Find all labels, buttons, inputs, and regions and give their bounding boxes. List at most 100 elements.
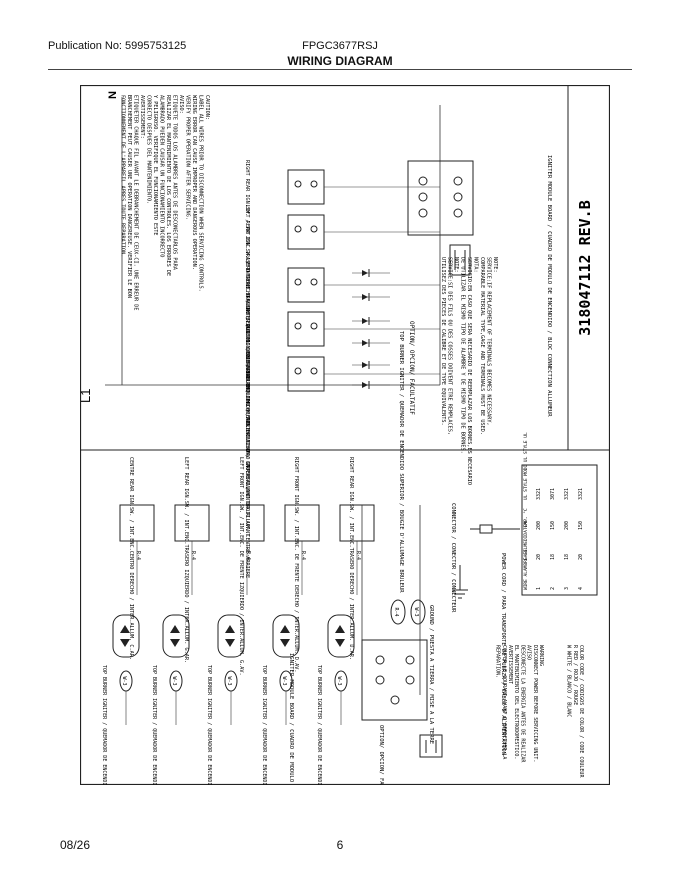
top-ignition-switch: LEFT REAR IGN.SW. / INT.ENC.TRASERO IZQU… bbox=[244, 205, 440, 439]
bottom-switch-label: LEFT REAR IGN.SW. / INT.ENC.TRASERO IZQU… bbox=[183, 457, 189, 663]
wire-table-cell: 200 bbox=[536, 521, 542, 530]
top-ignition-switch: CENTER REAR IGN.SW. / INT.ENC.CENTRO TRA… bbox=[244, 347, 440, 578]
bottom-switch-label: CENTRE REAR IGN.SW. / INT.ENC.CENTRO DER… bbox=[128, 457, 134, 660]
note-line: NOTE: bbox=[453, 257, 459, 273]
warning-line: DESCONECTE LA ENERGIA ANTES DE REALIZAR bbox=[519, 645, 525, 763]
bottom-igniter-symbol: W-3 TOP BURNER IGNITER / QUEMADOR DE ENCE… bbox=[261, 614, 300, 785]
top-igniter-symbol bbox=[352, 361, 390, 369]
top-igniter-symbol bbox=[352, 339, 390, 347]
top-option-box bbox=[449, 244, 471, 276]
wire-tag: R-4 bbox=[390, 599, 406, 625]
wire-table-cell: 150 bbox=[578, 521, 584, 530]
bottom-switch-label: RIGHT REAR IGN.SW. / INT.ENC.TRASERO DER… bbox=[348, 457, 354, 660]
wire-table-cell: 3321 bbox=[536, 488, 542, 500]
note-line: COMPARABLE MATERIAL TYPE,GAGE AND TERMIN… bbox=[479, 257, 485, 435]
note-line: SERVICE:IF REPLACEMENT OF TERMINALS BECO… bbox=[486, 257, 492, 426]
wire-table-cell: 20 bbox=[536, 554, 542, 560]
caution-line: ALAMBRADO PUEDEN CAUSAR UN FUNCIONAMIENT… bbox=[159, 95, 165, 257]
color-code-block: COLOR CODE / CODIGOS DE COLOR / CODE COU… bbox=[566, 645, 584, 778]
igniter-label: TOP BURNER IGNITER / QUEMADOR DE ENCENDI… bbox=[206, 665, 212, 785]
caution-line: ETIQUETER CHAQUE FIL AVANT LE DEBRANCHEM… bbox=[133, 95, 139, 311]
color-code-line: COLOR CODE / CODIGOS DE COLOR / CODE COU… bbox=[578, 645, 584, 778]
top-switch-label: LEFT FRONT IGN.SW. / INT.ENC. DE FRENTE … bbox=[244, 258, 250, 498]
top-switch-label: RIGHT FRONT IGN.SW. / INT.ENC. DE FRENTE… bbox=[244, 302, 250, 536]
caution-line: VERIFY PROPER OPERATION AFTER SERVICING. bbox=[185, 95, 191, 220]
warning-line: DISCONNECT POWER BEFORE SERVICING UNIT. bbox=[532, 645, 538, 762]
warning-line: EL MANTENIMIENTO DEL ELECTRODOMESTICO. bbox=[513, 645, 519, 759]
caution-line: BRANCHEMENT PEUT CAUSER UNE OPERATION DA… bbox=[126, 95, 132, 298]
connector-label: CONNECTOR / CONECTOR / CONNECTEUR bbox=[450, 503, 456, 613]
note-line: UTILISEZ DES PIECES DE CALIBRE ET DE TYP… bbox=[440, 257, 446, 426]
warning-line: AVISO bbox=[526, 645, 532, 660]
wire-table-cell: 20 bbox=[578, 554, 584, 560]
color-code-line: R RED / ROJO / ROUGE bbox=[572, 645, 578, 705]
caution-line: Y PELIGROSO. VERIFIQUE EL FUNCIONAMIENTO… bbox=[152, 95, 158, 236]
wire-table-header: TEMP. °C bbox=[523, 508, 529, 530]
model-number: FPGC3677RSJ bbox=[302, 40, 378, 52]
bottom-module-board bbox=[361, 639, 428, 721]
page-number: 6 bbox=[336, 838, 344, 852]
wire-table-cell: 18 bbox=[550, 554, 556, 560]
top-module-board-label: IGNITER MODULE BOARD / CUADRO DE MODULO … bbox=[546, 155, 552, 417]
wire-label: W-3 bbox=[226, 676, 232, 685]
caution-line: AVERTISSEMENT: bbox=[139, 95, 145, 139]
top-ignition-switch: RIGHT REAR IGN.SW. / INT.ENC.TRASERO DER… bbox=[244, 160, 440, 388]
diagram-frame bbox=[80, 85, 610, 785]
bottom-ignition-switch: LEFT REAR IGN.SW. / INT.ENC.TRASERO IZQU… bbox=[174, 457, 210, 663]
wire-label: W-3 bbox=[336, 676, 342, 685]
caution-block: CAUTION:LABEL ALL WIRES PRIOR TO DISCONN… bbox=[120, 95, 211, 311]
wire-table-cell: 4 bbox=[578, 587, 584, 590]
igniter-label: TOP BURNER IGNITER / QUEMADOR DE ENCENDI… bbox=[316, 665, 322, 785]
wire-label: R-4 bbox=[355, 551, 361, 560]
wire-label: R-4 bbox=[190, 551, 196, 560]
caution-line: LABEL ALL WIRES PRIOR TO DISCONNECTION W… bbox=[198, 95, 204, 292]
bottom-ignition-switch: RIGHT FRONT IGN.SW. / INT.ENC. DE FRENTE… bbox=[284, 457, 320, 673]
header-divider bbox=[48, 69, 632, 70]
caution-line: CAUTION: bbox=[204, 95, 210, 120]
color-code-line: W WHITE / BLANCO / BLANC bbox=[566, 645, 572, 717]
wire-label: W-3 bbox=[171, 676, 177, 685]
wire-table-cell: 3 bbox=[564, 587, 570, 590]
terminal-l1: L1 bbox=[80, 389, 93, 403]
bottom-ignition-switch: LEFT FRONT IGN.SW. / INT.ENC. DE FRENTE … bbox=[229, 457, 265, 676]
caution-line: CORRECTO DESPUES DEL MANTENIMIENTO. bbox=[146, 95, 152, 204]
top-ignition-switch: RIGHT FRONT IGN.SW. / INT.ENC. DE FRENTE… bbox=[244, 302, 440, 536]
wire-table-cell: 2 bbox=[550, 587, 556, 590]
wire-label: R-4 bbox=[135, 551, 141, 560]
wire-table-cell: 150 bbox=[550, 521, 556, 530]
wire-label: W-3 bbox=[281, 676, 287, 685]
wire-label: W-3 bbox=[121, 676, 127, 685]
top-igniter-symbol bbox=[352, 293, 390, 301]
publication-number: Publication No: 5995753125 bbox=[48, 40, 187, 52]
top-switch-label: CENTER REAR IGN.SW. / INT.ENC.CENTRO TRA… bbox=[244, 347, 250, 578]
top-igniter-symbol bbox=[352, 269, 390, 277]
note-line: DE UTILIZAR EL MISMO TIPO DE ALAMBRE Y D… bbox=[460, 257, 466, 454]
caution-line: WIRING ERROR CAN CAUSE IMPROPER AND DANG… bbox=[191, 95, 197, 270]
caution-line: FONCTIONNEMENT DE L'APPAREIL APRES TOUTE… bbox=[120, 95, 126, 257]
igniter-label: TOP BURNER IGNITER / QUEMADOR DE ENCENDI… bbox=[261, 665, 267, 785]
part-number: 318047112 REV.B bbox=[576, 200, 594, 335]
top-igniter-symbol bbox=[352, 317, 390, 325]
svg-text:W-3: W-3 bbox=[413, 607, 419, 616]
caution-line: ETIQUETE TODOS LOS ALAMBRES ANTES DE DES… bbox=[172, 95, 178, 271]
bottom-option-box bbox=[419, 734, 443, 758]
top-option-label: OPTION/ OPCION/ FACULTATIF bbox=[408, 321, 415, 415]
terminal-n: N bbox=[107, 91, 119, 99]
top-switch-label: LEFT REAR IGN.SW. / INT.ENC.TRASERO IZQU… bbox=[244, 205, 250, 439]
wire-table-header: WIRE ALAMBRE FIL bbox=[523, 546, 529, 590]
bottom-ignition-switch: CENTRE REAR IGN.SW. / INT.ENC.CENTRO DER… bbox=[119, 457, 155, 660]
bottom-ignition-switch: RIGHT REAR IGN.SW. / INT.ENC.TRASERO DER… bbox=[339, 457, 375, 660]
wire-label: R-4 bbox=[245, 551, 251, 560]
bottom-switch-label: LEFT FRONT IGN.SW. / INT.ENC. DE FRENTE … bbox=[238, 457, 244, 676]
note-block: NOTE:SERVICE:IF REPLACEMENT OF TERMINALS… bbox=[440, 257, 498, 485]
warning-line: COUPER LE COURANT AVANT D'EFFECTUER LA bbox=[501, 645, 507, 759]
bottom-option-label: OPTION/ OPCION/ FACULTATIF bbox=[378, 725, 384, 785]
wire-table-cell: 200 bbox=[564, 521, 570, 530]
top-igniter-label: TOP BURNER IGNITER / QUEMADOR DE ENCENDI… bbox=[398, 331, 404, 593]
warning-line: AVERTISSEMENT bbox=[507, 645, 513, 684]
bottom-igniter-symbol: W-3 TOP BURNER IGNITER / QUEMADOR DE ENCE… bbox=[316, 614, 355, 785]
note-line: NOTE: bbox=[492, 257, 498, 273]
bottom-igniter-symbol: W-3 TOP BURNER IGNITER / QUEMADOR DE ENCE… bbox=[206, 614, 245, 785]
power-cord-label: POWER CORD / PARA TRANSPORTE DE FUERZA /… bbox=[500, 553, 506, 755]
